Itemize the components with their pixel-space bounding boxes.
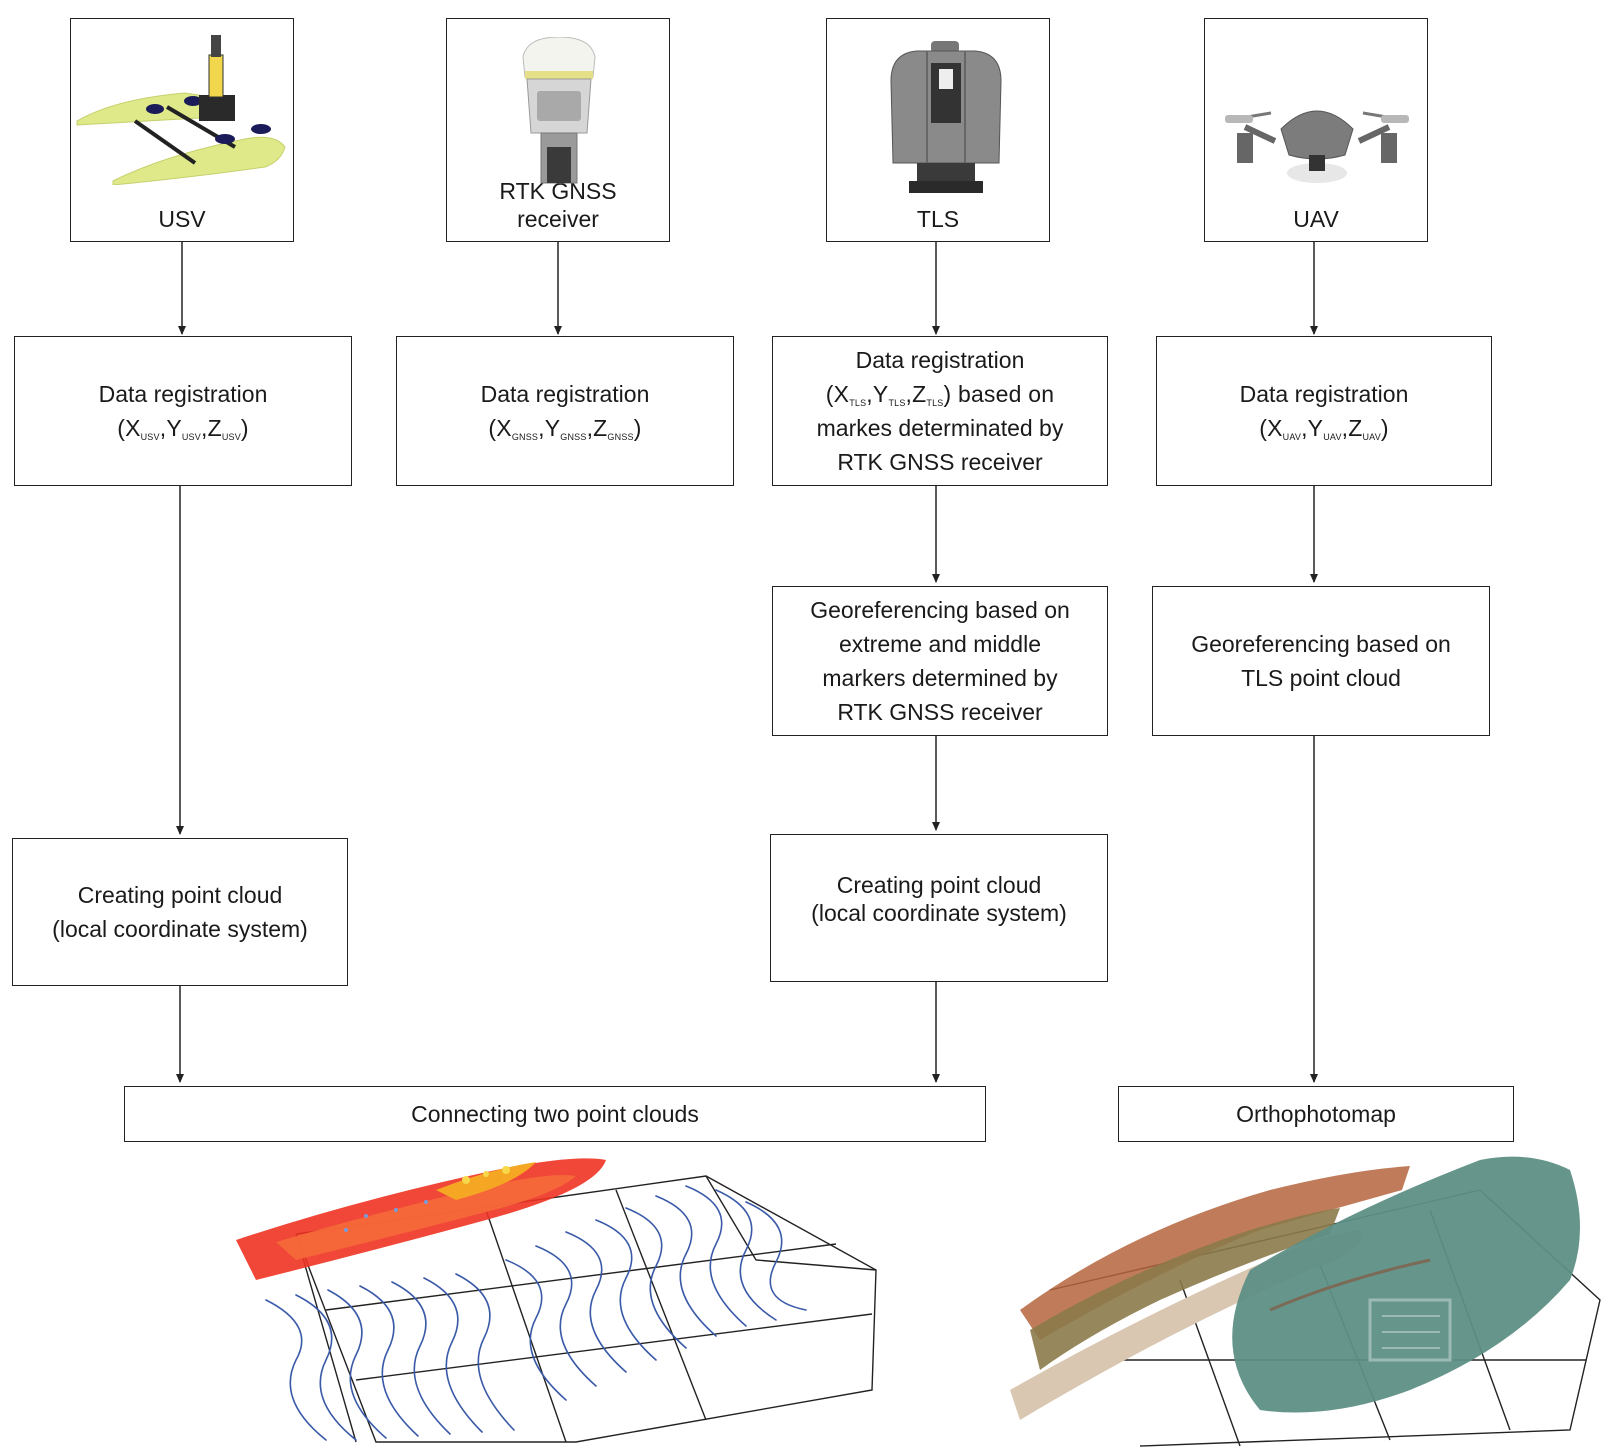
- orthophotomap-box: Orthophotomap: [1118, 1086, 1514, 1142]
- device-box-tls: TLS: [826, 18, 1050, 242]
- registration-tls-line3: markes determinated by: [816, 415, 1064, 441]
- registration-tls-line4: RTK GNSS receiver: [837, 449, 1043, 475]
- gnss-receiver-icon: [522, 37, 596, 184]
- pointcloud-tls-line2: (local coordinate system): [811, 900, 1067, 926]
- georef-box-uav: Georeferencing based on TLS point cloud: [1152, 586, 1490, 736]
- pointcloud-usv-line2: (local coordinate system): [52, 916, 308, 942]
- orthophoto-point-cloud-image: [1010, 1156, 1601, 1447]
- device-label-rtk-line2: receiver: [517, 206, 599, 232]
- registration-title-uav: Data registration: [1239, 381, 1409, 407]
- device-label-uav: UAV: [1293, 206, 1339, 232]
- device-label-usv: USV: [158, 206, 206, 232]
- georef-tls-line1: Georeferencing based on: [810, 597, 1070, 623]
- laser-scanner-icon: [890, 41, 1002, 193]
- registration-tls-line2: (XTLS,YTLS,ZTLS) based on: [825, 381, 1055, 408]
- device-label-tls: TLS: [916, 206, 960, 232]
- merged-point-cloud-image: [236, 1158, 877, 1443]
- pointcloud-tls-line1: Creating point cloud: [836, 872, 1042, 898]
- pointcloud-box-usv: Creating point cloud (local coordinate s…: [12, 838, 348, 986]
- device-box-usv: USV: [70, 18, 294, 242]
- registration-coords-rtk: (XGNSS,YGNSS,ZGNSS): [488, 415, 642, 442]
- georef-uav-line1: Georeferencing based on: [1191, 631, 1451, 657]
- drone-icon: [1225, 110, 1409, 183]
- registration-coords-uav: (XUAV,YUAV,ZUAV): [1259, 415, 1389, 442]
- device-box-rtk-gnss: RTK GNSS receiver: [446, 18, 670, 242]
- registration-box-rtk: Data registration (XGNSS,YGNSS,ZGNSS): [396, 336, 734, 486]
- registration-box-uav: Data registration (XUAV,YUAV,ZUAV): [1156, 336, 1492, 486]
- registration-box-usv: Data registration (XUSV,YUSV,ZUSV): [14, 336, 352, 486]
- connect-label: Connecting two point clouds: [411, 1101, 699, 1127]
- registration-title-usv: Data registration: [98, 381, 268, 407]
- registration-tls-line1: Data registration: [855, 347, 1025, 373]
- registration-coords-usv: (XUSV,YUSV,ZUSV): [117, 415, 249, 442]
- connect-point-clouds-box: Connecting two point clouds: [124, 1086, 986, 1142]
- registration-title-rtk: Data registration: [480, 381, 650, 407]
- usv-boat-icon: [76, 35, 286, 185]
- georef-tls-line3: markers determined by: [822, 665, 1058, 691]
- ortho-label: Orthophotomap: [1236, 1101, 1396, 1127]
- georef-tls-line4: RTK GNSS receiver: [837, 699, 1043, 725]
- device-box-uav: UAV: [1204, 18, 1428, 242]
- georef-box-tls: Georeferencing based on extreme and midd…: [772, 586, 1108, 736]
- registration-box-tls: Data registration (XTLS,YTLS,ZTLS) based…: [772, 336, 1108, 486]
- pointcloud-usv-line1: Creating point cloud: [77, 882, 283, 908]
- georef-tls-line2: extreme and middle: [839, 631, 1041, 657]
- pointcloud-box-tls: Creating point cloud (local coordinate s…: [770, 834, 1108, 982]
- georef-uav-line2: TLS point cloud: [1241, 665, 1401, 691]
